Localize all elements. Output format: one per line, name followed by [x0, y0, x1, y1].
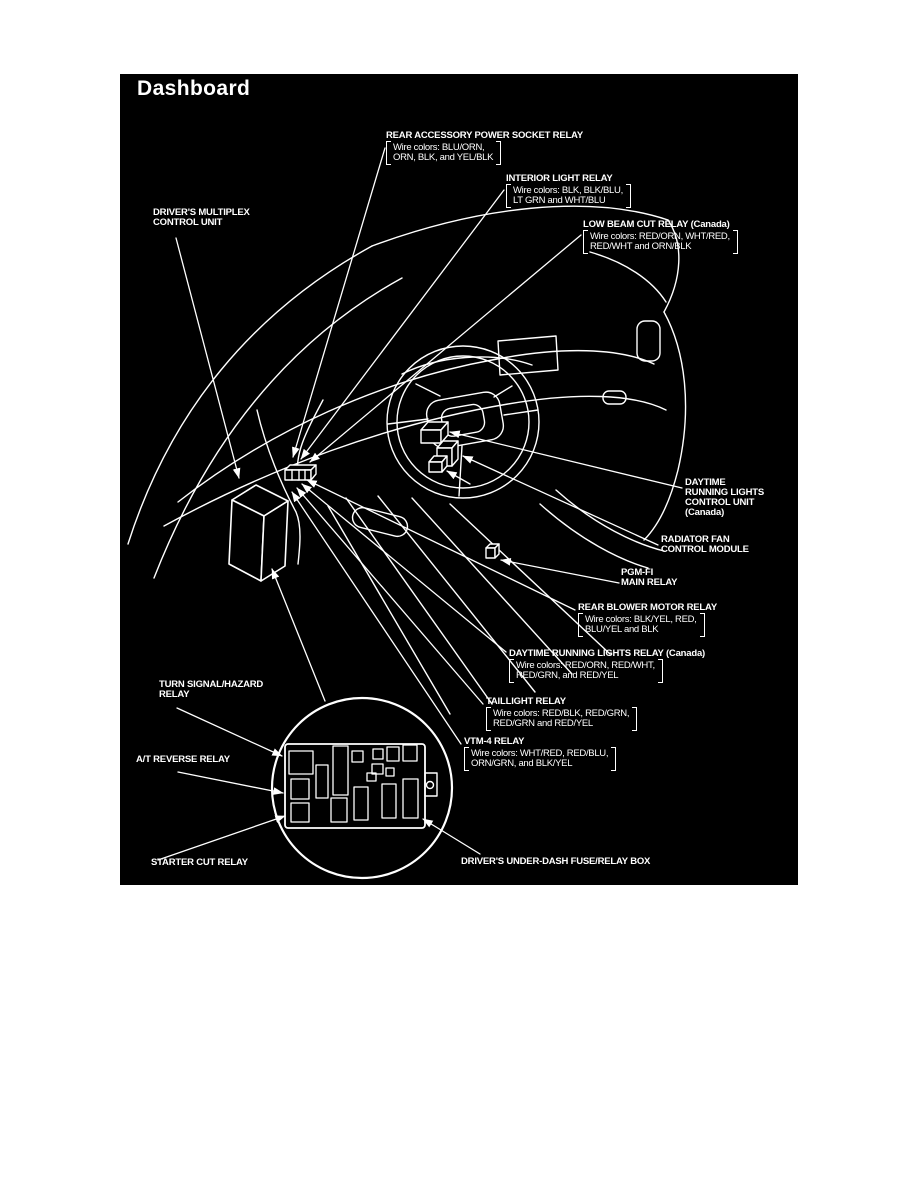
callout-daytime-running-lights-relay: DAYTIME RUNNING LIGHTS RELAY (Canada) Wi…: [509, 649, 705, 683]
leader-drl-relay: [302, 484, 506, 652]
leader-interior-light: [301, 190, 504, 459]
leader-radiator-fan: [463, 456, 658, 545]
callout-starter-cut-relay: STARTER CUT RELAY: [151, 858, 248, 868]
callout-drivers-multiplex-control-unit: DRIVER'S MULTIPLEX CONTROL UNIT: [153, 208, 250, 228]
pgm-fi-relay-cube: [486, 544, 499, 558]
leader-drl-control-unit: [450, 430, 682, 488]
callout-title: LOW BEAM CUT RELAY (Canada): [583, 219, 730, 230]
callout-title: PGM-FI MAIN RELAY: [621, 567, 678, 588]
wire-color-note: Wire colors: BLK/YEL, RED, BLU/YEL and B…: [578, 613, 705, 637]
dashboard-line-art: [120, 74, 798, 885]
wire-color-note: Wire colors: WHT/RED, RED/BLU, ORN/GRN, …: [464, 747, 617, 771]
leader-taillight: [297, 488, 483, 704]
callout-rear-accessory-power-socket-relay: REAR ACCESSORY POWER SOCKET RELAY Wire c…: [386, 131, 583, 165]
callout-title: TAILLIGHT RELAY: [486, 696, 566, 707]
callout-rear-blower-motor-relay: REAR BLOWER MOTOR RELAY Wire colors: BLK…: [578, 603, 717, 637]
callout-title: VTM-4 RELAY: [464, 736, 525, 747]
callout-interior-light-relay: INTERIOR LIGHT RELAY Wire colors: BLK, B…: [506, 174, 631, 208]
callout-title: DAYTIME RUNNING LIGHTS CONTROL UNIT (Can…: [685, 477, 765, 518]
callout-title: RADIATOR FAN CONTROL MODULE: [661, 534, 749, 555]
leader-lines: [158, 148, 682, 860]
callout-title: DRIVER'S MULTIPLEX CONTROL UNIT: [153, 207, 250, 228]
callout-title: INTERIOR LIGHT RELAY: [506, 173, 613, 184]
callout-pgm-fi-main-relay: PGM-FI MAIN RELAY: [621, 568, 677, 588]
wire-color-note: Wire colors: RED/BLK, RED/GRN, RED/GRN a…: [486, 707, 638, 731]
leader-pgm-fi: [501, 558, 619, 583]
callout-vtm-4-relay: VTM-4 RELAY Wire colors: WHT/RED, RED/BL…: [464, 736, 617, 771]
callout-title: STARTER CUT RELAY: [151, 857, 248, 868]
under-dash-fuse-box-3d: [229, 485, 288, 581]
callout-at-reverse-relay: A/T REVERSE RELAY: [136, 755, 230, 765]
fuse-box-detail-view: [272, 698, 452, 878]
leader-vtm4: [292, 492, 461, 744]
leader-turn-signal: [177, 708, 282, 756]
car-body-outline: [128, 206, 686, 714]
callout-taillight-relay: TAILLIGHT RELAY Wire colors: RED/BLK, RE…: [486, 696, 638, 731]
leader-cube-arrow: [447, 471, 470, 484]
callout-daytime-running-lights-control-unit: DAYTIME RUNNING LIGHTS CONTROL UNIT (Can…: [685, 478, 764, 518]
callout-title: TURN SIGNAL/HAZARD RELAY: [159, 679, 264, 700]
relay-cluster: [285, 465, 316, 480]
leader-rear-blower: [307, 480, 575, 610]
callout-radiator-fan-control-module: RADIATOR FAN CONTROL MODULE: [661, 535, 749, 555]
leader-starter-cut: [158, 816, 285, 860]
steering-wheel: [387, 346, 539, 498]
center-relay-cubes: [421, 422, 458, 472]
wire-color-note: Wire colors: BLK, BLK/BLU, LT GRN and WH…: [506, 184, 631, 208]
wire-color-note: Wire colors: RED/ORN, WHT/RED, RED/WHT a…: [583, 230, 738, 254]
wire-color-note: Wire colors: BLU/ORN, ORN, BLK, and YEL/…: [386, 141, 502, 165]
leader-drivers-multiplex: [176, 238, 241, 478]
dashboard-diagram-panel: Dashboard REAR ACCESSORY POWER SOCKET RE…: [120, 74, 798, 885]
callout-title: REAR ACCESSORY POWER SOCKET RELAY: [386, 130, 583, 141]
leader-rear-accessory: [292, 148, 385, 457]
leader-at-reverse: [178, 772, 283, 795]
leader-under-dash-box: [423, 819, 480, 854]
callout-drivers-under-dash-fuse-relay-box: DRIVER'S UNDER-DASH FUSE/RELAY BOX: [461, 857, 650, 867]
callout-low-beam-cut-relay: LOW BEAM CUT RELAY (Canada) Wire colors:…: [583, 220, 738, 254]
callout-title: DAYTIME RUNNING LIGHTS RELAY (Canada): [509, 648, 705, 659]
callout-title: DRIVER'S UNDER-DASH FUSE/RELAY BOX: [461, 856, 651, 867]
leader-box-location: [272, 569, 325, 701]
callout-title: REAR BLOWER MOTOR RELAY: [578, 602, 717, 613]
wire-color-note: Wire colors: RED/ORN, RED/WHT, RED/GRN, …: [509, 659, 663, 683]
callout-turn-signal-hazard-relay: TURN SIGNAL/HAZARD RELAY: [159, 680, 263, 700]
page-title: Dashboard: [137, 77, 251, 100]
callout-title: A/T REVERSE RELAY: [136, 754, 230, 765]
leader-low-beam: [310, 235, 581, 462]
